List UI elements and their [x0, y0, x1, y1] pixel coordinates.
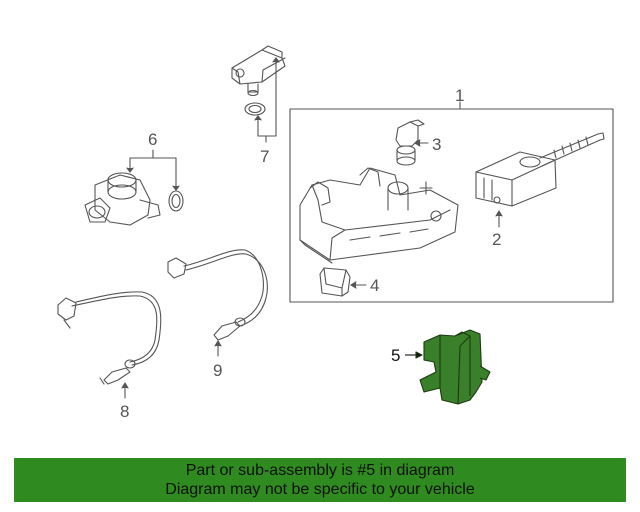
- info-banner: Part or sub-assembly is #5 in diagram Di…: [14, 458, 626, 502]
- callout-3: 3: [432, 135, 441, 154]
- callout-6-leader: [126, 149, 180, 191]
- callout-9-leader: [214, 340, 222, 357]
- callout-5: 5: [391, 346, 400, 365]
- callout-1: 1: [455, 86, 464, 105]
- callout-7: 7: [260, 147, 269, 166]
- callout-8: 8: [120, 402, 129, 421]
- part-1-assembly-box: [289, 108, 614, 303]
- banner-line-2: Diagram may not be specific to your vehi…: [165, 481, 475, 498]
- part-7-sensor: [231, 45, 286, 97]
- callout-4-leader: [350, 281, 367, 289]
- part-6-o-ring: [168, 190, 184, 212]
- part-4-bushing: [319, 267, 351, 297]
- callout-4: 4: [370, 276, 379, 295]
- part-2-canister: [475, 132, 605, 207]
- callout-2-leader: [495, 210, 503, 228]
- part-1-bracket: [299, 167, 459, 264]
- banner-line-1: Part or sub-assembly is #5 in diagram: [185, 462, 455, 479]
- parts-diagram: 1 2 3 4 5 6 7 8 9: [57, 45, 614, 421]
- callout-3-leader: [414, 139, 429, 147]
- callout-2: 2: [492, 230, 501, 249]
- part-9-oxygen-sensor: [167, 249, 268, 341]
- callout-9: 9: [213, 361, 222, 380]
- part-8-oxygen-sensor: [57, 291, 162, 385]
- callout-8-leader: [121, 382, 129, 399]
- callout-7-leader: [254, 57, 280, 143]
- part-5-highlighted[interactable]: [405, 329, 491, 405]
- part-6-pump: [84, 172, 161, 226]
- part-7-o-ring: [244, 102, 266, 116]
- callout-6: 6: [148, 130, 157, 149]
